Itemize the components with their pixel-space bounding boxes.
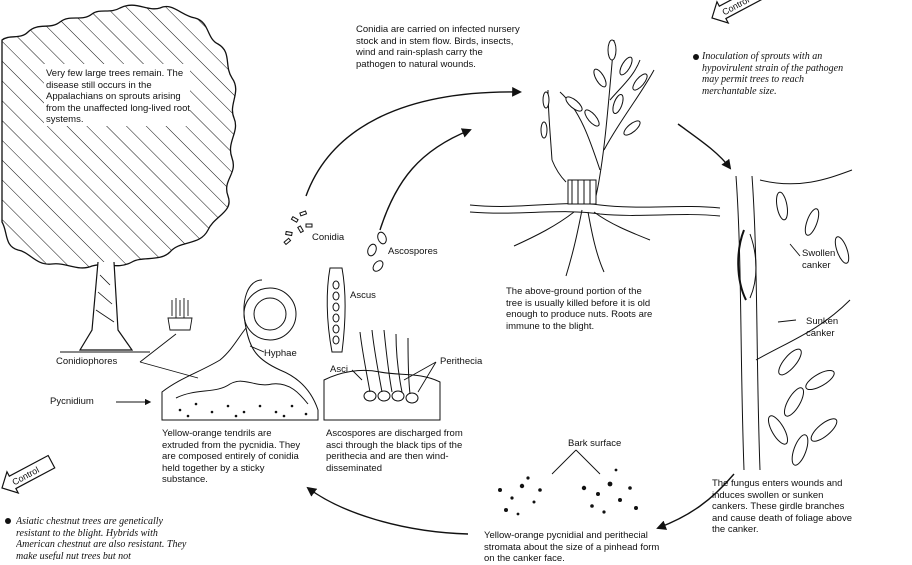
bark-surface-illustration	[498, 468, 638, 516]
ascospores	[367, 231, 387, 272]
arrow-to-pycnidium	[306, 486, 469, 535]
caption-tendrils: Yellow-orange tendrils are extruded from…	[162, 428, 301, 485]
canker-branch-illustration	[735, 169, 853, 471]
ascus-illustration	[326, 267, 346, 353]
large-tree-illustration	[1, 4, 237, 353]
pycnidium-cross-section	[161, 279, 319, 421]
label-bark-surface: Bark surface	[568, 438, 622, 449]
caption-pycnidial: Yellow-orange pycnidial and perithecial …	[484, 530, 660, 564]
label-pycnidium: Pycnidium	[50, 396, 94, 407]
label-swollen-canker: Swollen canker	[802, 248, 836, 271]
arrow-to-stromata	[656, 473, 735, 530]
arrow-to-sprout	[305, 86, 522, 197]
caption-conidia-spread: Conidia are carried on infected nursery …	[356, 24, 520, 70]
label-asci: Asci	[330, 364, 348, 375]
caption-inoculation: Inoculation of sprouts with an hypovirul…	[702, 51, 844, 97]
arrow-to-branch	[677, 123, 732, 170]
cycle-arrows	[305, 86, 735, 535]
label-hyphae: Hyphae	[264, 348, 297, 359]
conidiophores-illustration	[167, 298, 193, 331]
sprout-tree-illustration	[469, 39, 721, 277]
caption-asiatic: Asiatic chestnut trees are genetically r…	[16, 516, 187, 560]
bullet-icon	[5, 518, 11, 524]
bullet-icon	[693, 54, 699, 60]
caption-large-trees: Very few large trees remain. The disease…	[46, 68, 190, 125]
caption-ascospores-discharged: Ascospores are discharged from asci thro…	[326, 428, 463, 474]
control-arrow-icon: Control	[711, 0, 766, 24]
arrow-ascospores-up	[379, 128, 472, 231]
label-conidiophores: Conidiophores	[56, 356, 118, 367]
label-ascus: Ascus	[350, 290, 376, 301]
perithecia-cross-section	[323, 329, 441, 421]
control-arrow-icon: Control	[1, 454, 56, 494]
caption-above-ground: The above-ground portion of the tree is …	[506, 286, 653, 332]
label-conidia: Conidia	[312, 232, 345, 243]
label-sunken-canker: Sunken canker	[806, 316, 839, 339]
label-ascospores: Ascospores	[388, 246, 438, 257]
caption-fungus-enters: The fungus enters wounds and induces swo…	[712, 478, 852, 535]
conidia-spores	[283, 210, 313, 246]
label-leader-lines	[116, 243, 801, 475]
label-perithecia: Perithecia	[440, 356, 483, 367]
